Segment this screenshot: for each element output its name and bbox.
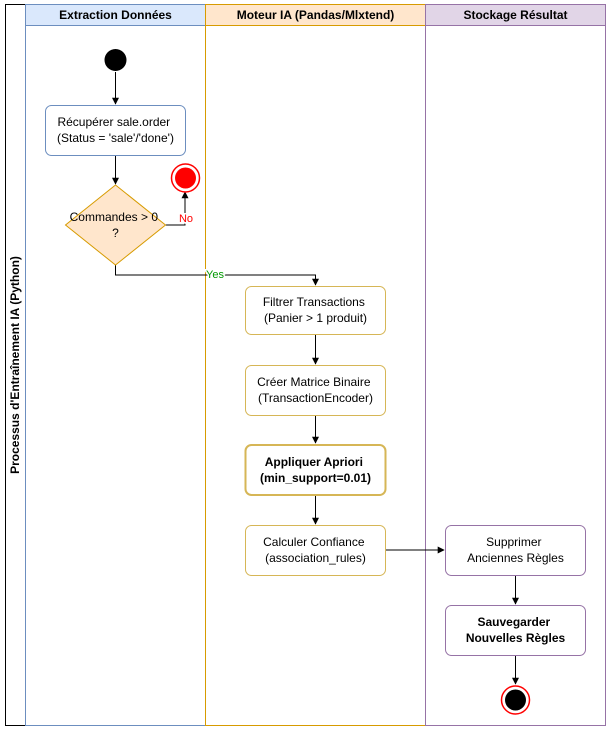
apriori-line1: Appliquer Apriori [265, 455, 363, 469]
filter-line1: Filtrer Transactions [263, 295, 365, 309]
matrix-line2: (TransactionEncoder) [258, 391, 373, 405]
apriori-node: Appliquer Apriori (min_support=0.01) [244, 444, 387, 496]
decision-node: Commandes > 0 ? [64, 184, 167, 266]
lane-title-storage: Stockage Résultat [463, 8, 567, 22]
delete-line1: Supprimer [486, 535, 541, 549]
svg-text:Supprimer Anciennes Règl: Supprimer Anciennes Règles [467, 535, 564, 565]
edges [112, 72, 519, 685]
edge-decision-no [165, 191, 189, 226]
save-line1: Sauvegarder [477, 615, 550, 629]
save-rules-node: Sauvegarder Nouvelles Règles [445, 605, 586, 656]
decision-line2: ? [112, 226, 119, 240]
fetch-line2: (Status = 'sale'/'done') [57, 131, 174, 145]
save-line2: Nouvelles Règles [466, 631, 566, 645]
confidence-line2: (association_rules) [265, 551, 366, 565]
pool-title: Processus d'Entraînement IA (Python) [8, 256, 22, 474]
svg-text:Calculer Confiance (asso: Calculer Confiance (association_rules) [263, 535, 368, 565]
binary-matrix-node: Créer Matrice Binaire (TransactionEncode… [245, 365, 386, 416]
svg-text:Récupérer sale.order (St: Récupérer sale.order (Status = 'sale'/'d… [57, 115, 174, 145]
matrix-line1: Créer Matrice Binaire [257, 375, 371, 389]
lane-title-extraction: Extraction Données [59, 8, 172, 22]
edge-label-no: No [179, 213, 193, 225]
fetch-orders-node: Récupérer sale.order (Status = 'sale'/'d… [45, 105, 186, 156]
start-node [104, 49, 127, 71]
filter-line2: (Panier > 1 produit) [264, 311, 367, 325]
apriori-line2: (min_support=0.01) [260, 471, 371, 485]
edge-label-yes: Yes [206, 269, 224, 281]
edge-decision-yes [115, 265, 319, 286]
decision-line1: Commandes > 0 [70, 210, 159, 224]
fetch-line1: Récupérer sale.order [57, 115, 170, 129]
delete-rules-node: Supprimer Anciennes Règles [445, 525, 586, 576]
confidence-line1: Calculer Confiance [263, 535, 365, 549]
confidence-node: Calculer Confiance (association_rules) [245, 525, 386, 576]
svg-text:Appliquer Apriori (min_s: Appliquer Apriori (min_support=0.01) [260, 455, 371, 485]
svg-text:Sauvegarder Nouvelles Rè: Sauvegarder Nouvelles Règles [466, 615, 566, 645]
delete-line2: Anciennes Règles [467, 551, 564, 565]
svg-text:Créer Matrice Binaire (T: Créer Matrice Binaire (TransactionEncode… [257, 375, 374, 405]
svg-text:Commandes > 0 ?: Commandes > 0 ? [70, 210, 162, 240]
svg-text:Filtrer Transactions (Pa: Filtrer Transactions (Panier > 1 produit… [263, 295, 368, 325]
lane-title-ai-engine: Moteur IA (Pandas/Mlxtend) [237, 8, 395, 22]
filter-transactions-node: Filtrer Transactions (Panier > 1 produit… [245, 286, 386, 335]
end-node [500, 685, 531, 715]
error-end-node [170, 163, 201, 193]
